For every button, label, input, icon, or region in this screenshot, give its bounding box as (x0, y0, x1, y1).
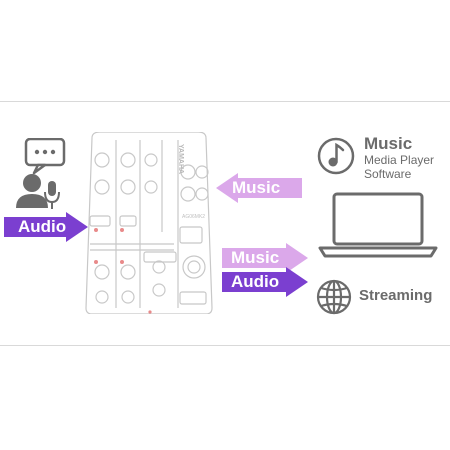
music-to-pc-label: Music (231, 248, 280, 267)
mixer-brand: YAMAHA (177, 144, 184, 174)
music-to-mixer-arrow (216, 173, 302, 203)
mixer-device: YAMAHA AG06MK2 (85, 132, 213, 314)
streaming-label: Streaming (359, 287, 433, 304)
music-to-mixer-label: Music (232, 178, 281, 197)
music-software-line2: Software (364, 167, 412, 181)
music-software-line1: Media Player (364, 153, 435, 167)
mixer-model: AG06MK2 (182, 214, 205, 220)
audio-to-pc-label: Audio (231, 272, 280, 291)
music-note-icon (317, 137, 355, 175)
audio-to-pc-arrow (222, 267, 308, 297)
music-software-title: Music (364, 134, 413, 153)
audio-input-label: Audio (18, 217, 67, 236)
audio-input-arrow (4, 212, 88, 242)
music-to-pc-arrow (222, 243, 308, 273)
microphone-icon (44, 181, 60, 209)
top-divider (0, 101, 450, 102)
bottom-divider (0, 345, 450, 346)
globe-icon (316, 279, 352, 315)
person-speech-icon (16, 138, 66, 208)
laptop-icon (318, 192, 438, 258)
